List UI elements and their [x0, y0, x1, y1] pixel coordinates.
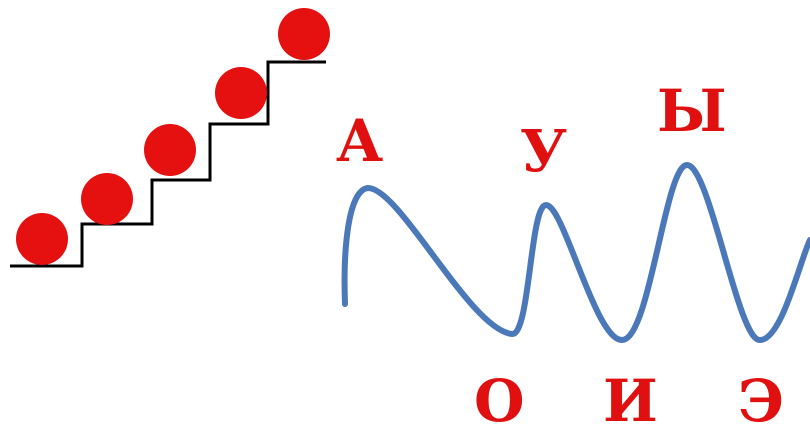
ball-step-5	[278, 8, 330, 60]
staircase-line	[10, 60, 326, 268]
ball-step-3	[144, 124, 196, 176]
staircase-group	[10, 8, 330, 268]
ball-step-1	[16, 213, 68, 265]
sound-wave-line	[341, 161, 810, 344]
vowel-label-o: О	[474, 367, 525, 435]
vowel-label-u: У	[520, 117, 568, 185]
vowel-label-e: Э	[738, 367, 785, 435]
vowel-label-y: Ы	[657, 77, 727, 145]
vowel-label-i: И	[603, 367, 658, 435]
vowel-label-a: А	[336, 107, 384, 175]
ball-step-4	[215, 67, 267, 119]
ball-step-2	[81, 173, 133, 225]
